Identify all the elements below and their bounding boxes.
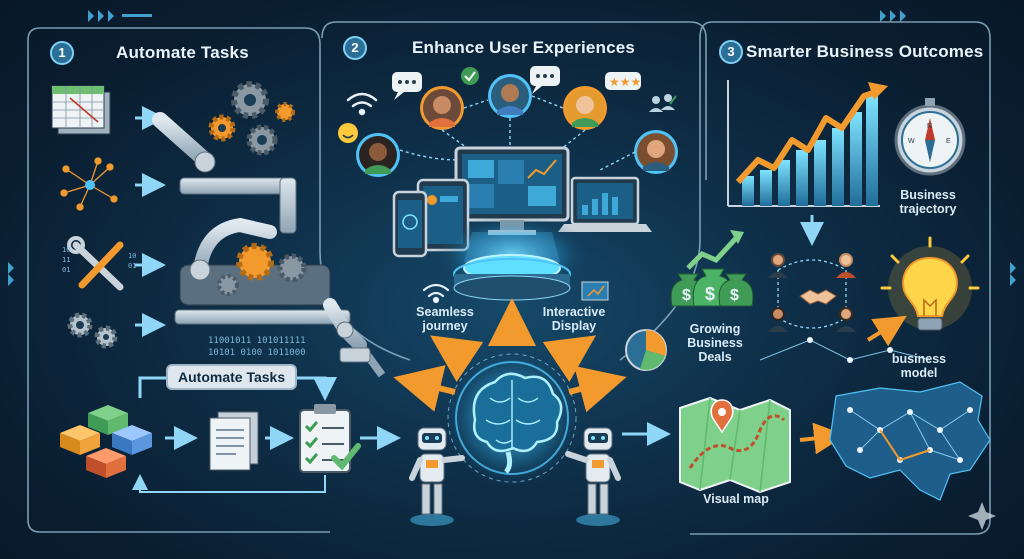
business-trajectory-label: Business trajectory [899,188,957,216]
speech-bubble-icon: ★★★ [338,66,641,143]
business-network [768,253,856,332]
svg-text:01: 01 [128,262,136,270]
panel-borders [27,21,991,535]
spreadsheet-icon [51,85,111,135]
workflow-label: Automate Tasks [166,364,298,390]
section-2-title: Enhance User Experiences [412,38,636,57]
svg-text:01: 01 [62,266,70,274]
workflow-arrows [132,376,401,493]
svg-text:10: 10 [128,252,136,260]
network-icon [60,157,118,211]
monitor-icon [454,146,570,235]
handshake-icon [799,289,837,305]
hub-arrows [393,298,627,413]
checklist-icon [299,404,361,473]
seamless-journey-label: Seamless journey [416,305,474,333]
lightbulb-icon [880,236,980,331]
bar-chart-icon [727,80,888,207]
money-bag-icon: $ $ $ [670,230,754,307]
hologram-platform [432,215,592,301]
robot-arm-icon [152,112,386,378]
svg-text:W: W [908,138,915,145]
gear-icon [67,312,118,349]
binary-code-line-2: 10101 0100 1011000 [208,348,306,358]
wifi-icon [422,283,450,304]
growing-deals-label: Growing Business Deals [687,322,743,364]
section-1-number: 1 [50,41,74,65]
svg-text:$: $ [705,284,715,304]
binary-icon: 10 11 01 10 01 [62,246,136,274]
svg-text:★★★: ★★★ [609,75,641,89]
wifi-icon [346,92,378,116]
section-2-number: 2 [343,36,367,60]
map-icon [679,396,791,494]
gear-cluster-icon [208,81,295,156]
tools-icon [67,236,124,291]
robot-icon [409,427,465,526]
svg-text:$: $ [682,287,691,304]
svg-text:$: $ [730,287,739,304]
visual-map-label: Visual map [703,492,769,506]
laptop-icon [558,176,652,232]
brain-icon [440,346,584,490]
section-1-title: Automate Tasks [116,43,249,62]
display-icon [581,281,609,301]
svg-text:10: 10 [62,246,70,254]
svg-text:11: 11 [62,256,70,264]
robot-icon [565,427,621,526]
section-3-title: Smarter Business Outcomes [746,42,984,61]
border-decorations [8,10,1016,286]
svg-text:E: E [946,138,951,145]
interactive-display-label: Interactive Display [542,305,606,333]
sparkle-icon [968,502,996,530]
business-model-label: business model [891,352,947,380]
avatar-icon [356,74,678,177]
compass-icon: N W E [894,98,966,176]
section-3-number: 3 [719,40,743,64]
model-arrow [866,315,907,347]
flow-arrows [135,106,166,337]
pie-chart-icon [625,329,667,371]
svg-text:N: N [927,123,932,130]
phone-icon [392,190,428,258]
document-icon [209,411,259,471]
us-map-network [759,337,991,501]
binary-code-line-1: 11001011 101011111 [208,336,306,346]
server-stack-icon [60,405,152,478]
